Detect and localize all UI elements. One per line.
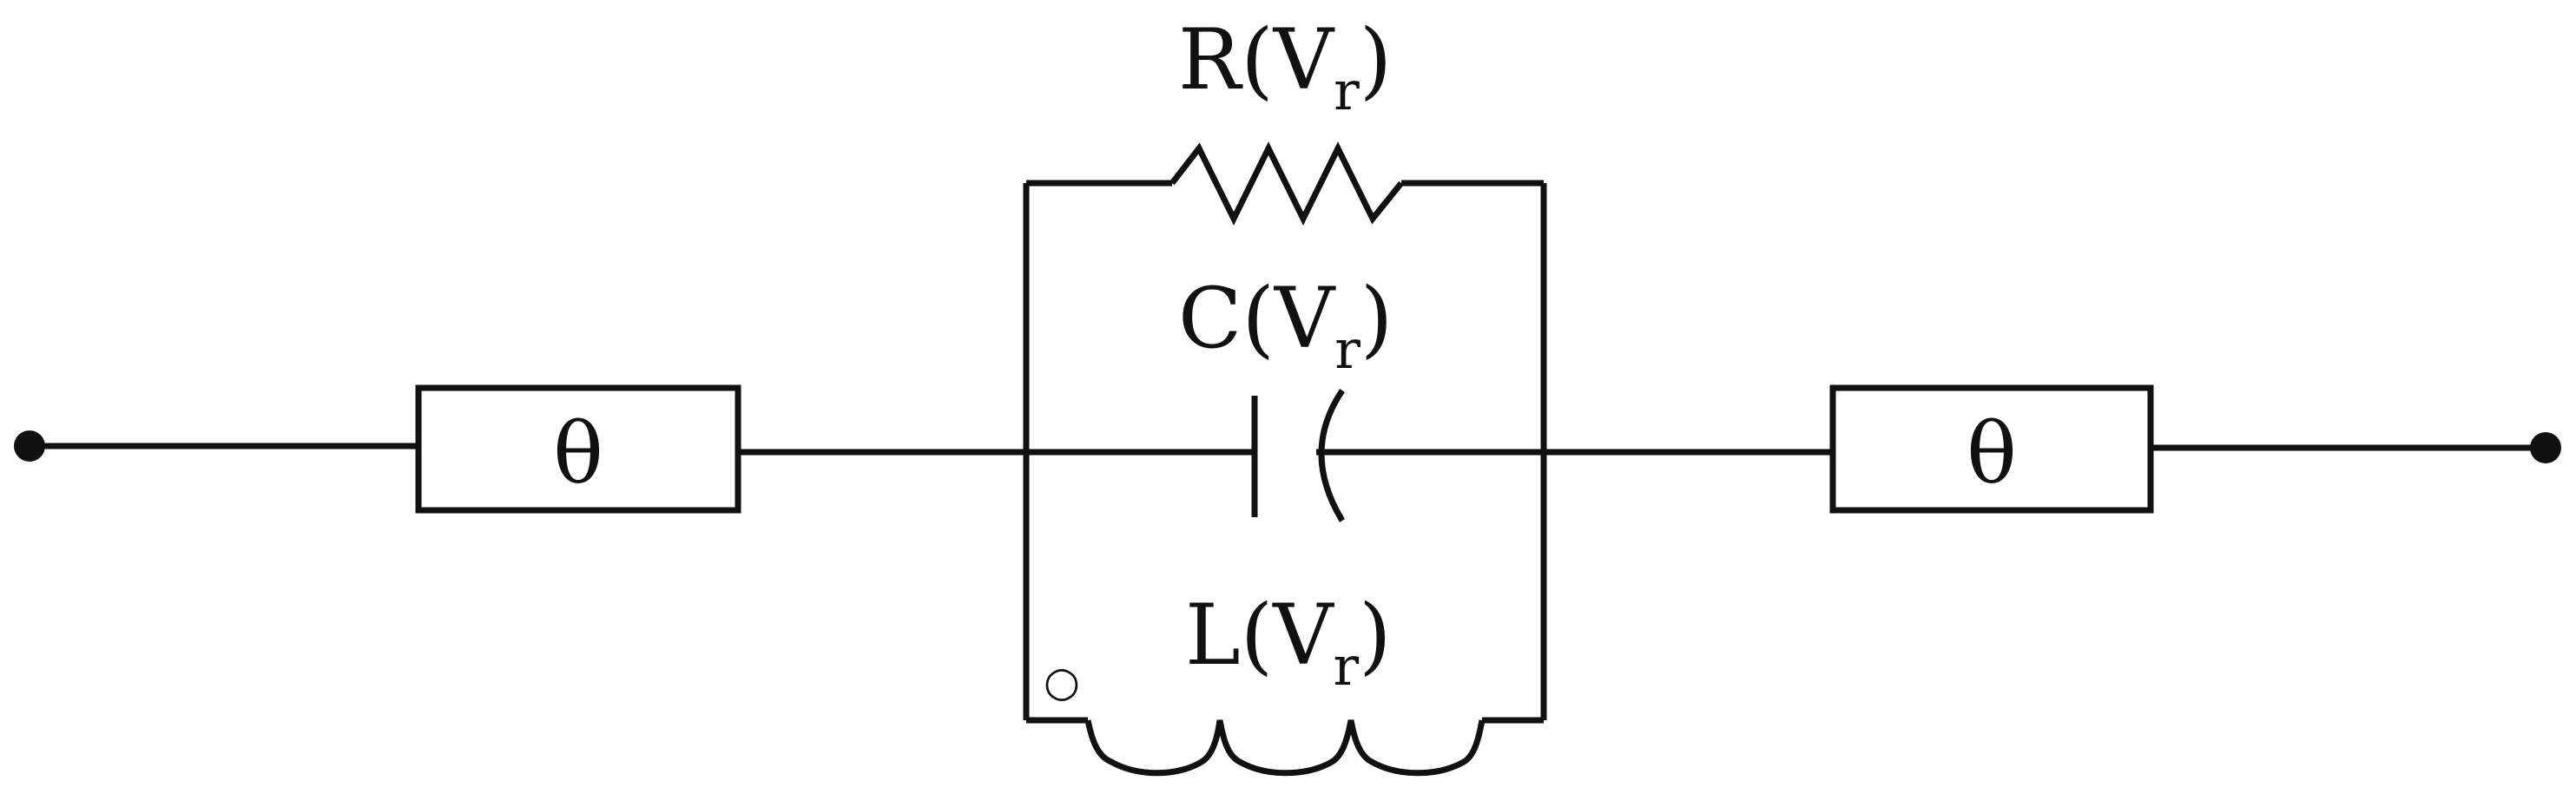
inductor-label-main: L(V — [1185, 587, 1334, 684]
inductor-label: L(Vr) — [1185, 587, 1392, 698]
capacitor-label-main: C(V — [1178, 270, 1336, 367]
capacitor-label: C(Vr) — [1178, 270, 1393, 381]
resistor-zigzag — [1169, 141, 1404, 226]
right-terminal — [2530, 432, 2561, 463]
inductor-dot-mark: ○ — [1044, 658, 1080, 706]
inductor-label-close: ) — [1359, 587, 1391, 684]
capacitor-label-close: ) — [1360, 270, 1393, 367]
resistor-label-close: ) — [1360, 11, 1392, 108]
capacitor-curved-plate — [1318, 389, 1345, 522]
resistor-label-main: R(V — [1178, 11, 1335, 108]
inductor-coil — [1084, 719, 1486, 777]
right-element-symbol: θ — [1967, 405, 2017, 502]
inductor-label-subscript: r — [1334, 634, 1360, 698]
left-element-symbol: θ — [553, 405, 603, 502]
capacitor-label-subscript: r — [1334, 318, 1360, 381]
resistor-label: R(Vr) — [1178, 11, 1392, 122]
resistor-label-subscript: r — [1334, 59, 1360, 122]
